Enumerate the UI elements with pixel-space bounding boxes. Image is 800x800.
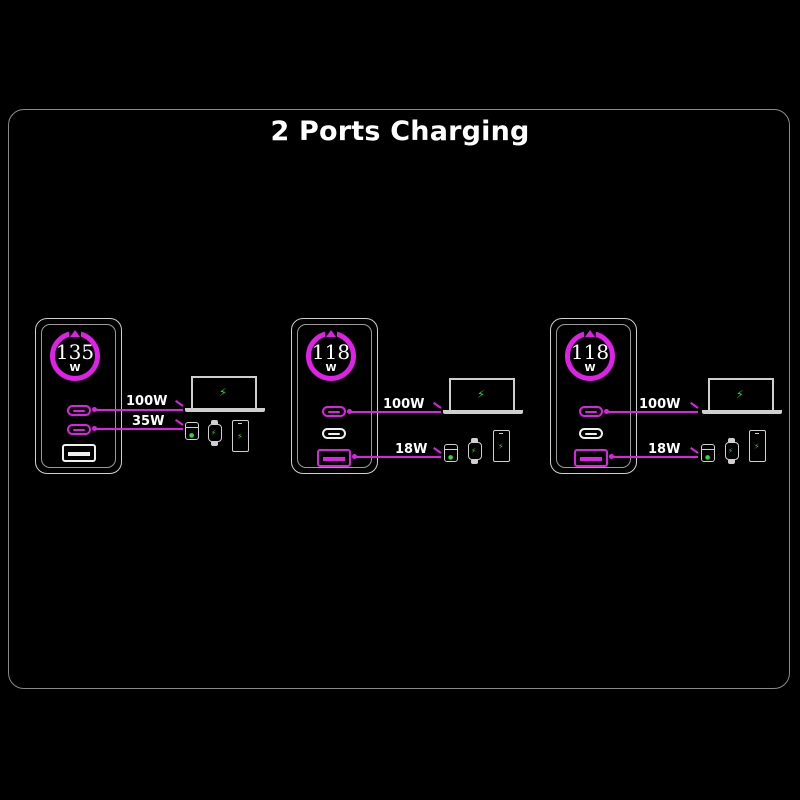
phone-icon: ⚡	[749, 430, 766, 462]
c1-output-line	[604, 409, 698, 414]
total-watts: 135	[55, 340, 95, 364]
usb-a-port-icon	[574, 449, 608, 467]
line-tick	[175, 419, 184, 426]
charging-bolt-icon: ●	[189, 432, 195, 439]
usb-c2-port-icon	[322, 428, 346, 439]
total-watts: 118	[311, 340, 351, 364]
c1-output-label: 100W	[126, 394, 168, 409]
charging-bolt-icon: ⚡	[219, 386, 227, 399]
watch-icon: ⚡	[725, 438, 739, 464]
charging-bolt-icon: ⚡	[237, 432, 243, 441]
up-arrow-icon	[585, 330, 595, 337]
charging-bolt-icon: ⚡	[754, 442, 760, 451]
c1-output-label: 100W	[639, 397, 681, 412]
c2-output-line	[92, 426, 183, 431]
usb-a-port-icon	[62, 444, 96, 462]
line-tick	[433, 402, 442, 409]
phone-icon: ⚡	[493, 430, 510, 462]
earbuds-icon: ●	[701, 444, 715, 462]
a-output-label: 18W	[395, 442, 428, 457]
watt-unit: W	[69, 363, 81, 374]
laptop-icon: ⚡	[443, 378, 523, 416]
charger-inner-outline	[556, 324, 631, 468]
usb-c2-port-icon	[67, 424, 91, 435]
usb-a-port-icon	[317, 449, 351, 467]
usb-c1-port-icon	[67, 405, 91, 416]
up-arrow-icon	[326, 330, 336, 337]
scene-2: 118 W 100W 18W ⚡ ● ⚡ ⚡	[291, 318, 551, 488]
charger-inner-outline	[297, 324, 372, 468]
a-output-line	[352, 454, 441, 459]
line-tick	[690, 447, 699, 454]
c1-output-label: 100W	[383, 397, 425, 412]
up-arrow-icon	[70, 330, 80, 337]
usb-c2-port-icon	[579, 428, 603, 439]
charging-bolt-icon: ●	[705, 454, 711, 461]
charging-bolt-icon: ⚡	[477, 388, 485, 401]
a-output-line	[609, 454, 698, 459]
scene-1: 135 W 100W 35W ⚡ ● ⚡ ⚡	[35, 318, 295, 488]
line-tick	[690, 402, 699, 409]
charging-bolt-icon: ⚡	[471, 447, 476, 455]
charging-bolt-icon: ⚡	[728, 447, 733, 455]
line-tick	[175, 400, 184, 407]
charger-inner-outline	[41, 324, 116, 468]
line-tick	[433, 447, 442, 454]
charging-bolt-icon: ⚡	[211, 429, 216, 437]
page-title: 2 Ports Charging	[270, 116, 530, 147]
c2-output-label: 35W	[132, 414, 165, 429]
watch-icon: ⚡	[468, 438, 482, 464]
earbuds-icon: ●	[185, 422, 199, 440]
c1-output-line	[92, 407, 183, 412]
watt-unit: W	[325, 363, 337, 374]
usb-c1-port-icon	[579, 406, 603, 417]
total-watts: 118	[570, 340, 610, 364]
content-frame	[8, 109, 790, 689]
c1-output-line	[347, 409, 441, 414]
phone-icon: ⚡	[232, 420, 249, 452]
watt-unit: W	[584, 363, 596, 374]
laptop-icon: ⚡	[702, 378, 782, 416]
watch-icon: ⚡	[208, 420, 222, 446]
earbuds-icon: ●	[444, 444, 458, 462]
a-output-label: 18W	[648, 442, 681, 457]
charger: 135 W	[35, 318, 122, 474]
scene-3: 118 W 100W 18W ⚡ ● ⚡ ⚡	[550, 318, 800, 488]
charger: 118 W	[550, 318, 637, 474]
charger: 118 W	[291, 318, 378, 474]
charging-bolt-icon: ⚡	[498, 442, 504, 451]
usb-c1-port-icon	[322, 406, 346, 417]
charging-bolt-icon: ⚡	[736, 388, 744, 401]
charging-bolt-icon: ●	[448, 454, 454, 461]
laptop-icon: ⚡	[185, 376, 265, 414]
